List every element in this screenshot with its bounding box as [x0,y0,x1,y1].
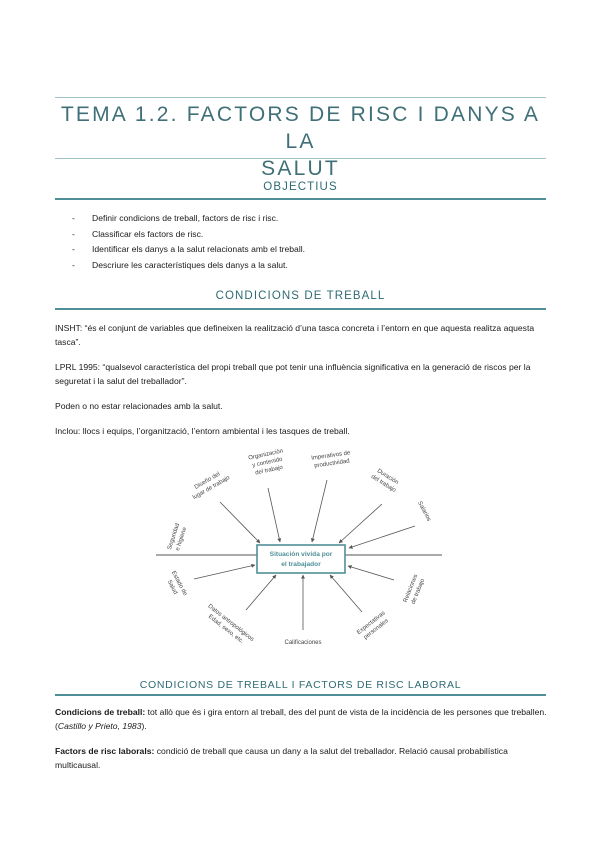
center-label-line-1: Situación vivida por [270,551,333,558]
list-dash: - [72,259,75,270]
list-dash: - [72,244,75,255]
svg-text:del trabajo: del trabajo [255,465,284,477]
center-label-line-2: el trabajador [281,561,321,568]
factors-risc-definition: Factors de risc laborals: condició de tr… [55,746,508,770]
svg-text:Salarios: Salarios [416,501,431,523]
label-seguridad: Seguridad e higiene [167,523,189,552]
section-heading-condicions: CONDICIONS DE TREBALL [215,290,386,302]
list-item: -Classificar els factors de risc. [72,227,305,243]
factors-rule [55,694,546,696]
label-diseno: Diseño del lugar de trabajo [192,471,232,501]
arrow-duracion [338,503,383,544]
arrow-expectativas [329,574,363,613]
condicions-definition: Condicions de treball: tot allò que és i… [55,707,547,731]
arrow-relaciones [347,565,395,581]
relation-note: Poden o no estar relacionades amb la sal… [55,401,223,411]
label-datos: Datos antropológicos Edad, sexo, etc. [207,603,255,645]
label-duracion: Duración del trabajo [370,468,399,494]
list-dash: - [72,228,75,239]
title-line-2: SALUT [261,157,340,180]
lprl-definition: LPRL 1995: “qualsevol característica del… [55,362,531,386]
title-line-1: TEMA 1.2. FACTORS DE RISC I DANYS A LA [60,103,541,153]
svg-text:productividad: productividad [314,458,350,469]
insht-definition: INSHT: “és el conjunt de variables que d… [55,323,535,347]
working-conditions-diagram: Situación vivida por el trabajador Diseñ… [156,448,442,646]
title-bottom-rule [55,158,546,159]
page-title: TEMA 1.2. FACTORS DE RISC I DANYS A LA S… [55,101,546,182]
label-calificaciones: Calificaciones [284,640,321,646]
svg-text:Imperativos de: Imperativos de [311,450,351,462]
objectius-rule [55,198,546,200]
arrow-diseno [219,501,261,544]
section-heading-factors: CONDICIONS DE TREBALL I FACTORS DE RISC … [139,679,462,691]
objectives-list: -Definir condicions de treball, factors … [72,211,305,273]
label-expectativas: Expectativas personales [356,610,390,641]
list-item: -Descriure les característiques dels dan… [72,258,305,274]
condicions-rule [55,308,546,310]
list-item: -Definir condicions de treball, factors … [72,211,305,227]
list-dash: - [72,213,75,223]
arrow-salarios [348,525,416,549]
includes-note: Inclou: llocs i equips, l’organització, … [55,426,350,436]
label-organizacion: Organización y contenido del trabajo [248,448,284,477]
label-imperativos: Imperativos de productividad [311,450,351,469]
label-salarios: Salarios [416,501,431,523]
label-relaciones: Relaciones de trabajo [403,574,427,605]
factors-risc-label: Factors de risc laborals: [55,746,155,756]
list-item: -Identificar els danys a la salut relaci… [72,242,305,258]
title-top-rule [55,97,546,98]
center-box [256,544,346,574]
condicions-label: Condicions de treball: [55,707,146,717]
arrow-imperativos [310,479,328,543]
arrow-organizacion [267,487,282,543]
citation: Castillo y Prieto, 1983 [57,720,142,731]
arrow-estado [193,563,256,580]
arrow-datos [245,574,277,611]
section-heading-objectius: OBJECTIUS [263,181,338,193]
label-estado: Estado de Salud [166,570,189,597]
